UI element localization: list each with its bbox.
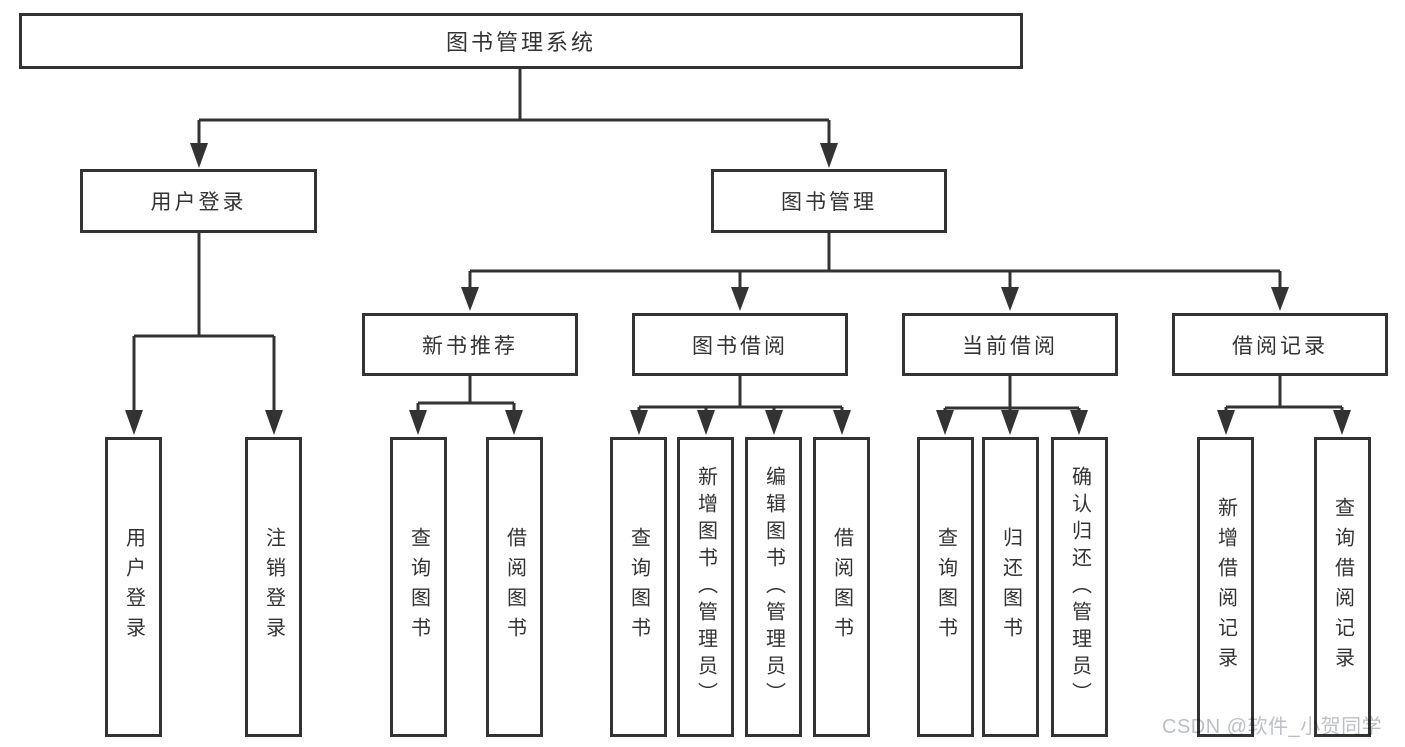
arrowhead xyxy=(833,410,851,435)
leaf-current-confirm-return-admin: 确认归还（管理员） xyxy=(1051,437,1108,737)
arrowhead xyxy=(1271,287,1289,311)
node-user-login: 用户登录 xyxy=(80,169,317,233)
arrowhead xyxy=(1001,287,1019,311)
arrowhead xyxy=(1217,410,1235,435)
arrowhead xyxy=(630,410,648,435)
arrowhead xyxy=(265,410,283,435)
arrowhead xyxy=(820,143,838,168)
arrowhead xyxy=(190,143,208,168)
arrowhead xyxy=(1001,410,1019,435)
node-current-borrowing: 当前借阅 xyxy=(902,313,1118,376)
arrowhead xyxy=(697,410,715,435)
leaf-records-query-record: 查询借阅记录 xyxy=(1314,437,1371,737)
arrowhead xyxy=(125,410,143,435)
node-new-book-recommend: 新书推荐 xyxy=(362,313,578,376)
leaf-records-add-record: 新增借阅记录 xyxy=(1197,437,1254,737)
node-book-management: 图书管理 xyxy=(711,169,947,233)
leaf-current-query-books: 查询图书 xyxy=(917,437,974,737)
node-borrowing-records: 借阅记录 xyxy=(1172,313,1388,376)
arrowhead xyxy=(505,410,523,435)
node-book-management-system: 图书管理系统 xyxy=(19,13,1023,69)
leaf-borrowing-query-books: 查询图书 xyxy=(610,437,667,737)
arrowhead xyxy=(461,287,479,311)
csdn-watermark: CSDN @软件_小贺同学 xyxy=(1162,716,1383,738)
arrowhead xyxy=(1070,410,1088,435)
leaf-current-return-books: 归还图书 xyxy=(982,437,1039,737)
leaf-borrowing-edit-books-admin: 编辑图书（管理员） xyxy=(745,437,802,737)
node-book-borrowing: 图书借阅 xyxy=(632,313,848,376)
leaf-borrowing-add-books-admin: 新增图书（管理员） xyxy=(677,437,734,737)
leaf-logout: 注销登录 xyxy=(245,437,302,737)
arrowhead xyxy=(765,410,783,435)
leaf-recommend-borrow-books: 借阅图书 xyxy=(486,437,543,737)
leaf-user-login: 用户登录 xyxy=(105,437,162,737)
arrowhead xyxy=(731,287,749,311)
arrowhead xyxy=(409,410,427,435)
arrowhead xyxy=(1333,410,1351,435)
leaf-borrowing-borrow-books: 借阅图书 xyxy=(813,437,870,737)
leaf-recommend-query-books: 查询图书 xyxy=(390,437,447,737)
arrowhead xyxy=(936,410,954,435)
